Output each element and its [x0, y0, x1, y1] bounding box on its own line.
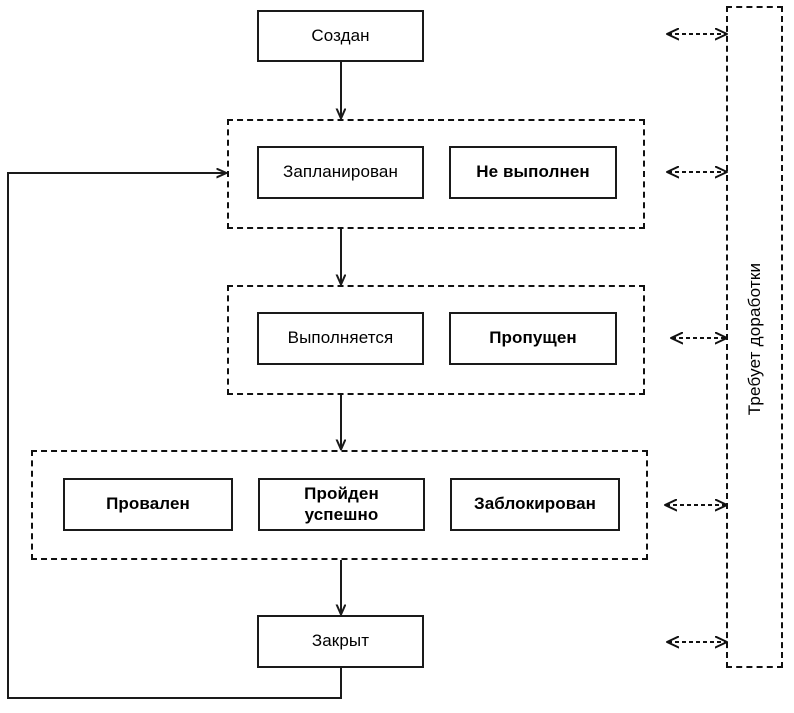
rework-panel-label: Требует доработки [745, 262, 764, 416]
state-label-passed: Пройден успешно [304, 484, 379, 524]
state-node-closed[interactable]: Закрыт [257, 615, 424, 668]
state-node-blocked[interactable]: Заблокирован [450, 478, 620, 531]
rework-panel[interactable]: Требует доработки [726, 6, 783, 668]
state-group-running [227, 285, 645, 395]
state-group-finished [31, 450, 648, 560]
state-node-in-progress[interactable]: Выполняется [257, 312, 424, 365]
state-node-skipped[interactable]: Пропущен [449, 312, 617, 365]
state-group-planned [227, 119, 645, 229]
state-label-in-progress: Выполняется [287, 328, 394, 348]
state-label-closed: Закрыт [311, 631, 370, 651]
state-node-created[interactable]: Создан [257, 10, 424, 62]
state-label-not-done: Не выполнен [476, 162, 590, 182]
state-node-not-done[interactable]: Не выполнен [449, 146, 617, 199]
state-node-planned[interactable]: Запланирован [257, 146, 424, 199]
state-label-skipped: Пропущен [489, 328, 577, 348]
state-node-passed[interactable]: Пройден успешно [258, 478, 425, 531]
state-label-blocked: Заблокирован [473, 494, 597, 514]
state-label-failed: Провален [106, 494, 190, 514]
state-label-created: Создан [311, 25, 370, 45]
state-label-planned: Запланирован [283, 162, 398, 182]
state-node-failed[interactable]: Провален [63, 478, 233, 531]
